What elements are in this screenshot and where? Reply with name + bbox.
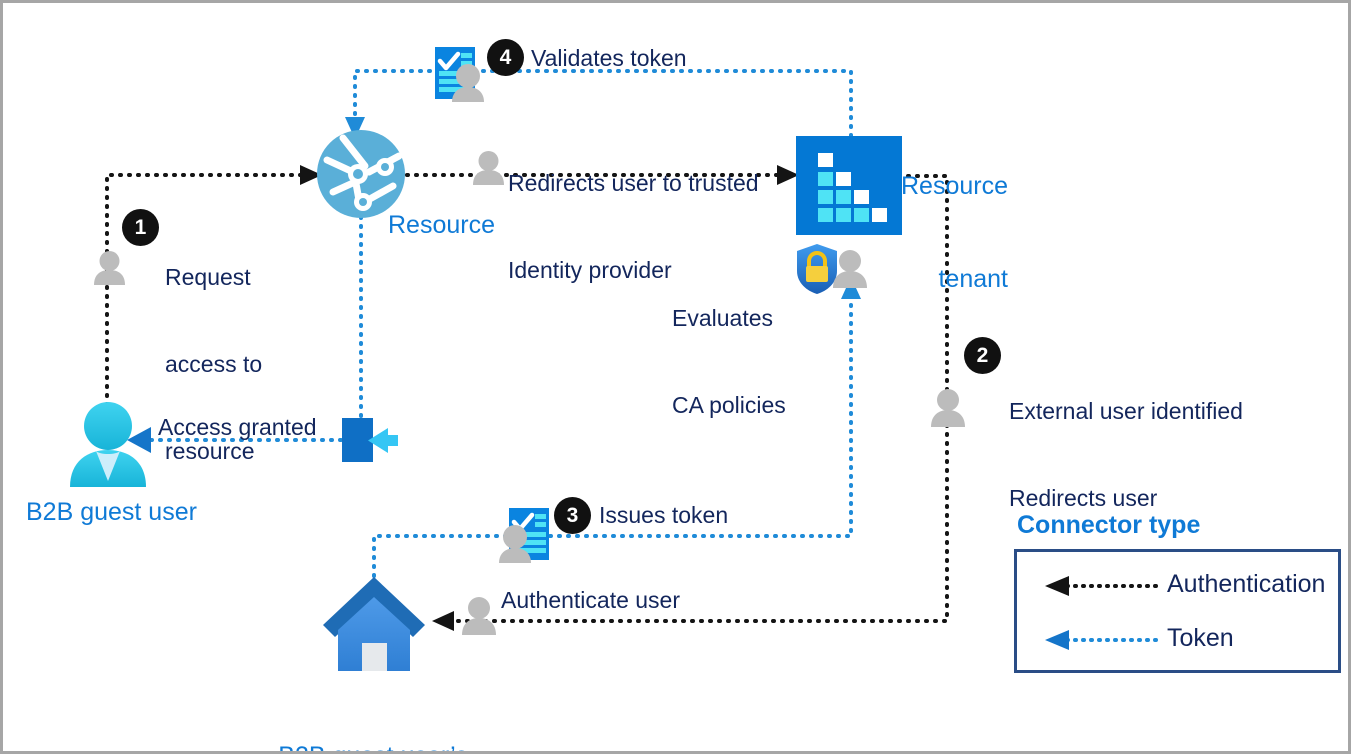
step-4-label: Validates token <box>531 45 687 71</box>
token-document-icon-issues <box>497 508 559 563</box>
legend-box: Authentication Token <box>1014 549 1341 673</box>
identity-provider-label-line1: B2B guest user’s <box>268 741 478 751</box>
step-2-line1: External user identified <box>1009 398 1243 424</box>
person-marker-redirects-user <box>472 151 505 185</box>
edge-validates-token <box>353 69 853 138</box>
legend-connector-token <box>1045 630 1159 650</box>
edge-label-access-granted: Access granted <box>158 414 317 440</box>
step-2-label: External user identified Redirects user <box>1009 339 1243 571</box>
house-icon <box>321 575 427 672</box>
legend-connector-authentication <box>1045 576 1159 596</box>
step-badge-4: 4 <box>487 39 524 76</box>
legend-label-token: Token <box>1167 624 1234 652</box>
arrowhead-to-guest-user <box>127 427 151 453</box>
legend-title: Connector type <box>1017 511 1201 539</box>
token-document-icon-validates <box>435 47 497 102</box>
tenant-grid-icon <box>796 136 902 235</box>
resource-tenant-label-line2: tenant <box>938 265 1008 293</box>
step-1-line2: access to <box>165 351 263 377</box>
edge-label-evaluates-ca: Evaluates CA policies <box>672 246 786 478</box>
arrowhead-to-identity-provider <box>432 611 454 631</box>
resource-label: Resource <box>388 211 495 239</box>
arrowhead-to-resource-top <box>345 117 365 139</box>
globe-network-icon <box>313 126 409 222</box>
arrowhead-to-tenant-bottom <box>841 277 861 299</box>
person-marker-authenticate-user <box>461 597 497 635</box>
edge-label-redirects-user: Redirects user to trusted Identity provi… <box>508 111 759 343</box>
arrowhead-to-resource <box>300 165 322 185</box>
person-marker-external-user <box>930 389 966 427</box>
arrowhead-to-tenant <box>777 165 799 185</box>
edge-label-authenticate-user: Authenticate user <box>501 587 681 613</box>
sign-in-icon <box>342 418 398 462</box>
resource-tenant-label-line1: Resource <box>901 172 1008 200</box>
step-2-line2: Redirects user <box>1009 485 1158 511</box>
edge-issues-token <box>372 293 853 605</box>
person-marker-request-access <box>93 251 126 285</box>
step-badge-1: 1 <box>122 209 159 246</box>
b2b-guest-user-label: B2B guest user <box>26 498 197 526</box>
redirects-user-line1: Redirects user to trusted <box>508 170 759 196</box>
resource-tenant-label: Resource tenant <box>901 109 1008 357</box>
step-3-label: Issues token <box>599 502 729 528</box>
avatar <box>66 401 150 487</box>
identity-provider-label: B2B guest user’s Identity provider <box>268 679 478 751</box>
evaluates-ca-line1: Evaluates <box>672 305 774 331</box>
evaluates-ca-line2: CA policies <box>672 392 786 418</box>
legend-label-authentication: Authentication <box>1167 570 1326 598</box>
edge-request-access <box>105 173 305 425</box>
shield-lock-icon <box>795 243 839 295</box>
step-badge-3: 3 <box>554 497 591 534</box>
step-badge-2: 2 <box>964 337 1001 374</box>
redirects-user-line2: Identity provider <box>508 257 672 283</box>
step-1-line3: resource <box>165 438 255 464</box>
person-marker-ca-policies <box>832 250 868 288</box>
step-1-line1: Request <box>165 264 251 290</box>
step-1-label: Request access to resource <box>165 205 262 524</box>
